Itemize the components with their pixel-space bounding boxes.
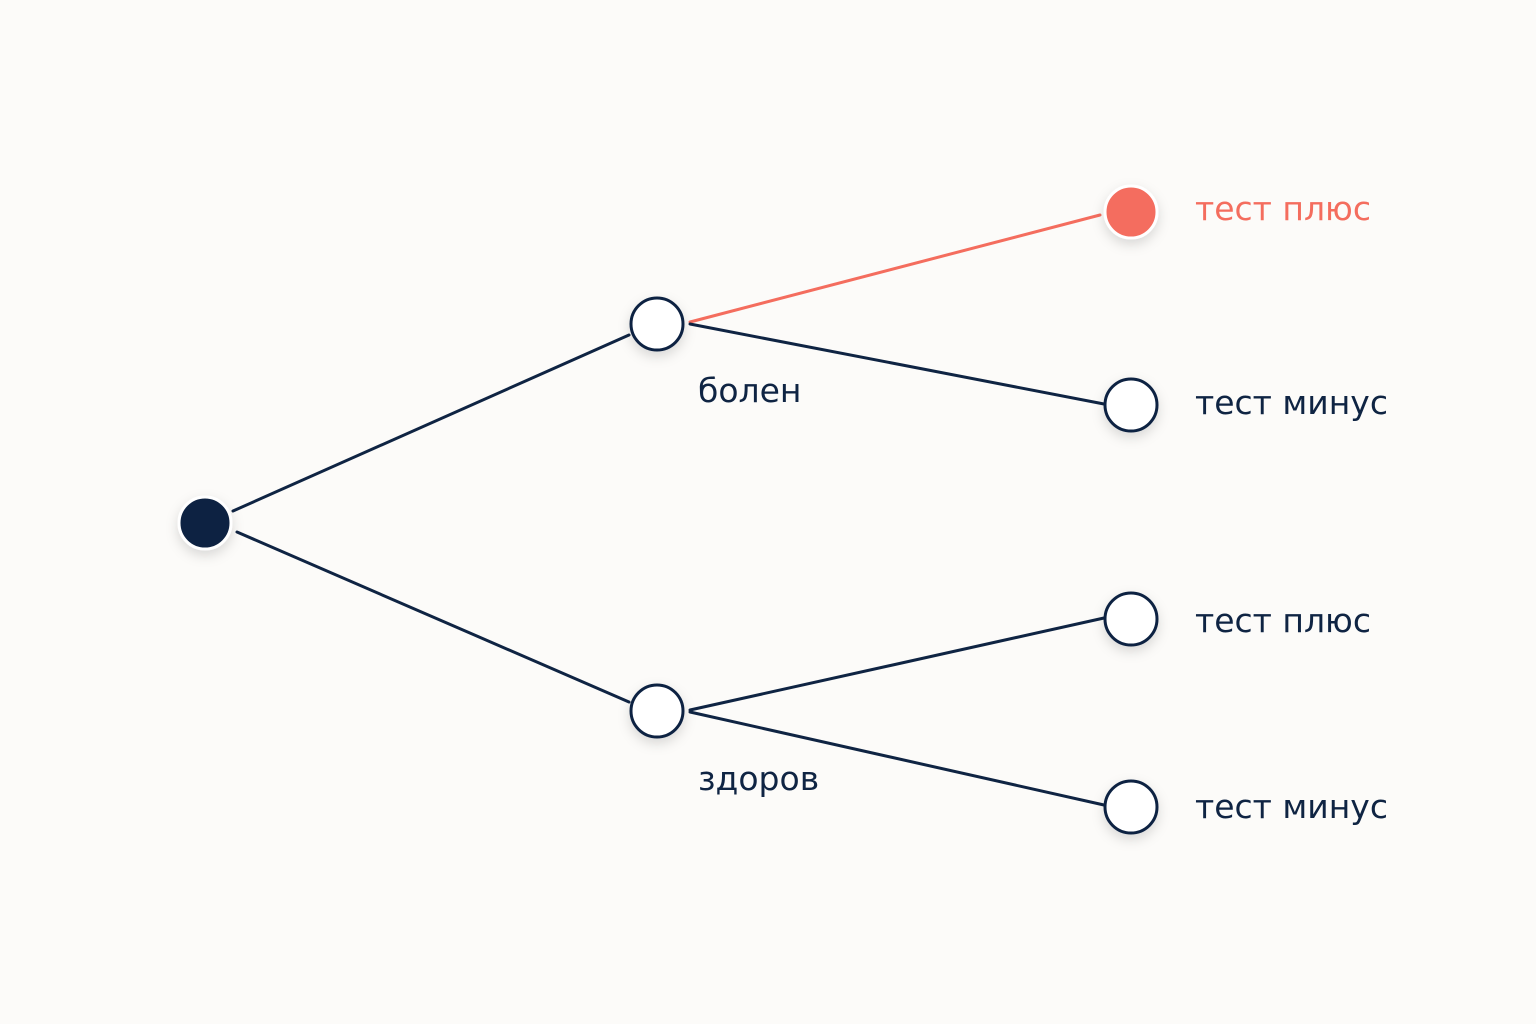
edge-root-to-ill	[231, 333, 631, 513]
tree-nodes	[177, 184, 1159, 835]
edge-ill-to-test-minus	[688, 322, 1106, 406]
edge-healthy-to-test-plus	[688, 616, 1106, 712]
ill-test-minus-node	[1103, 377, 1159, 433]
ill-node	[629, 296, 685, 352]
ill-test-minus-label: тест минус	[1195, 383, 1388, 422]
healthy-test-plus-node	[1103, 591, 1159, 647]
ill-label: болен	[698, 371, 802, 410]
healthy-test-minus-label: тест минус	[1195, 787, 1388, 826]
root-node	[177, 495, 233, 551]
ill-test-plus-label: тест плюс	[1195, 189, 1371, 228]
healthy-node	[629, 683, 685, 739]
tree-edges	[231, 213, 1106, 807]
edge-root-to-healthy	[235, 530, 631, 704]
healthy-test-minus-node	[1103, 779, 1159, 835]
edge-ill-to-test-plus	[688, 213, 1102, 324]
tree-labels: болен здоров тест плюс тест минус тест п…	[698, 189, 1388, 826]
edge-healthy-to-test-minus	[688, 710, 1106, 807]
healthy-label: здоров	[698, 759, 819, 798]
healthy-test-plus-label: тест плюс	[1195, 601, 1371, 640]
ill-test-plus-node	[1103, 184, 1159, 240]
